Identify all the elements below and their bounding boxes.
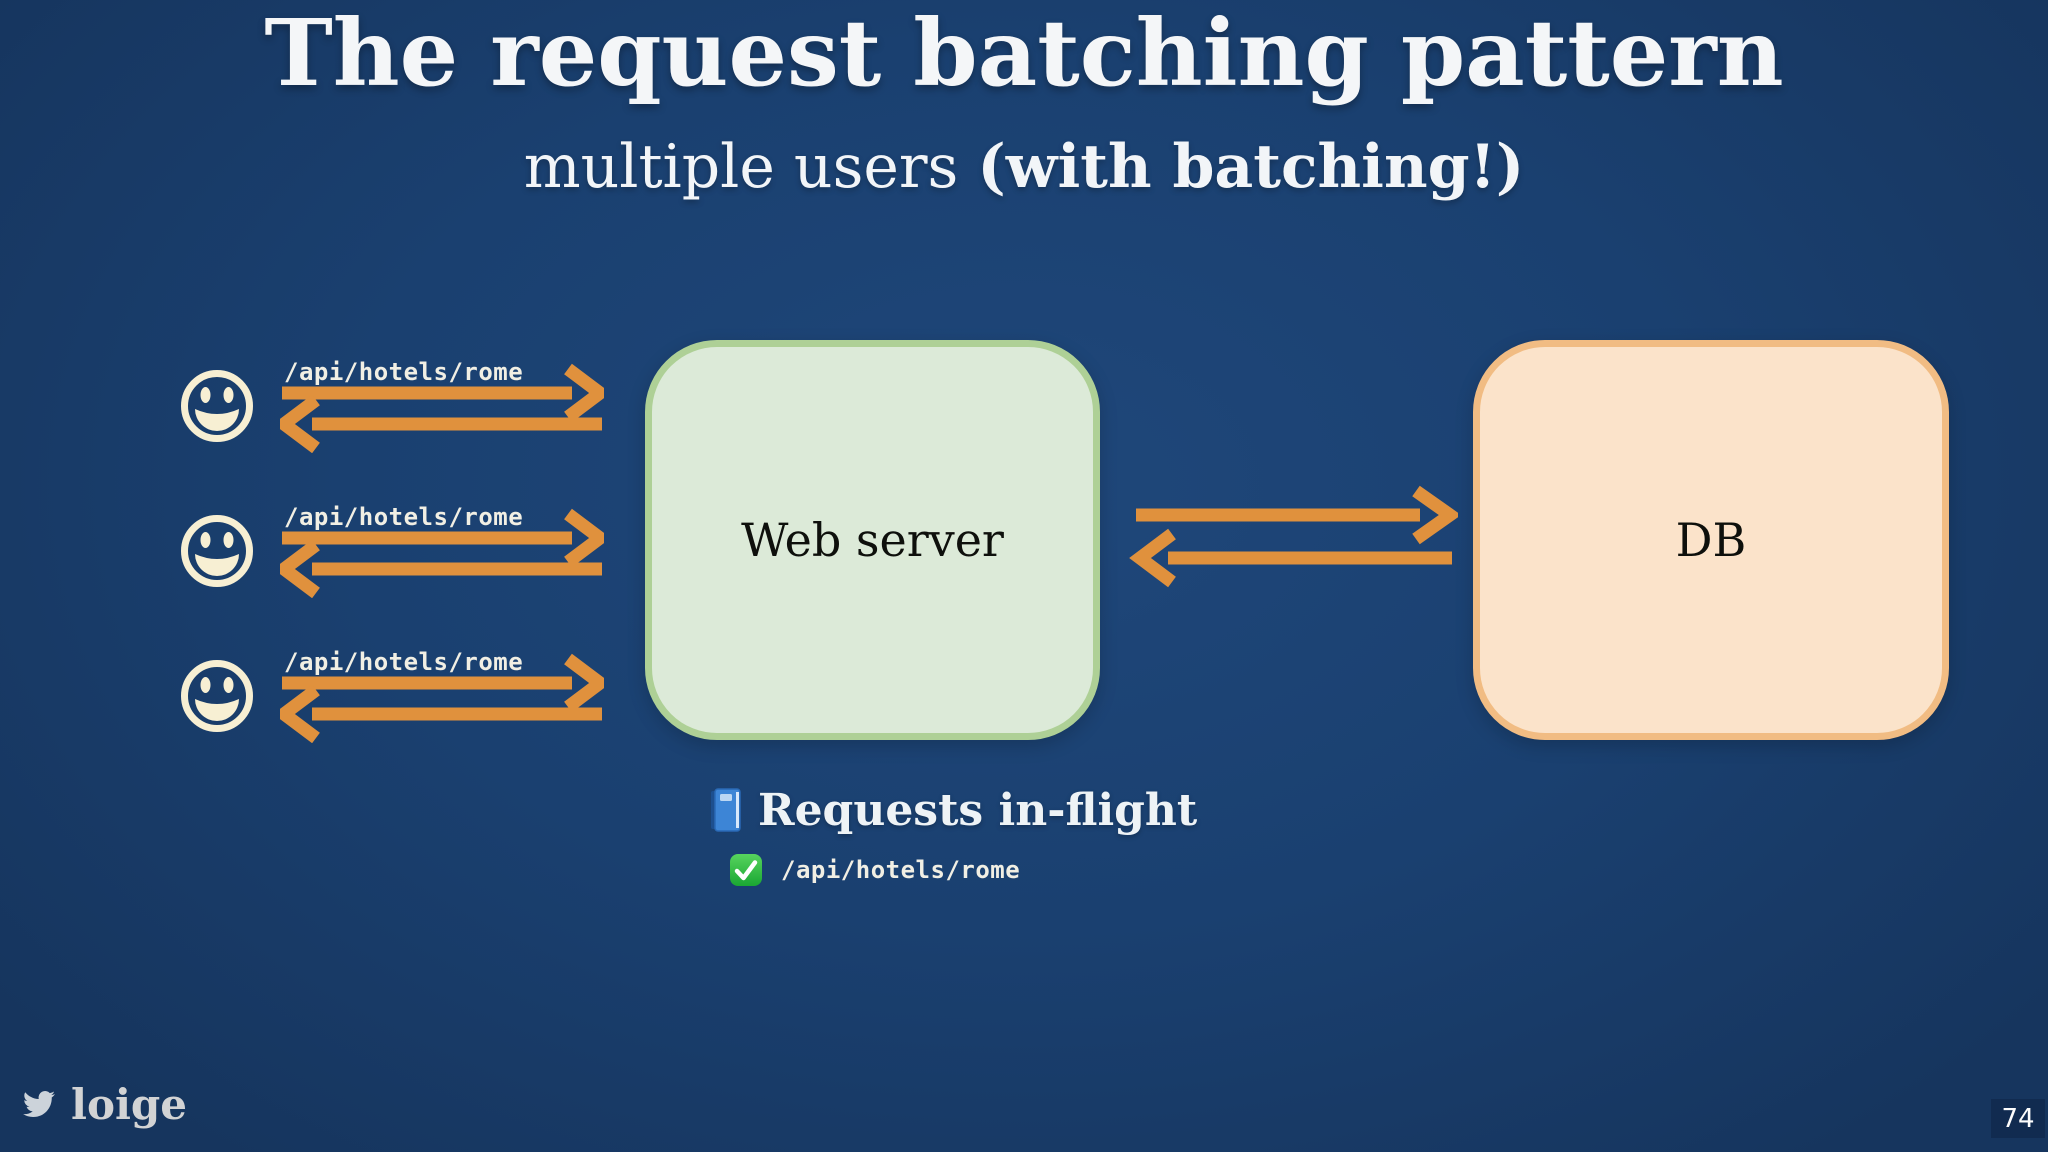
smiley-face-icon [181, 660, 253, 732]
requests-inflight-heading: Requests in-flight [708, 784, 1198, 836]
slide-subtitle: multiple users (with batching!) [0, 128, 2048, 206]
twitter-bird-icon [23, 1090, 55, 1118]
page-number-badge: 74 [1991, 1099, 2045, 1138]
user-request-row-2: /api/hotels/rome [178, 503, 608, 612]
web-server-label: Web server [741, 513, 1004, 567]
request-path-label: /api/hotels/rome [284, 503, 524, 531]
request-path-label: /api/hotels/rome [284, 648, 524, 676]
twitter-handle-label: loige [71, 1079, 188, 1129]
page-number-value: 74 [2001, 1103, 2035, 1134]
blue-book-icon [711, 788, 741, 832]
subtitle-regular-text: multiple users [523, 132, 978, 202]
slide-title: The request batching pattern [264, 0, 1784, 107]
footer-twitter-link[interactable]: loige [20, 1079, 188, 1129]
requests-inflight-title: Requests in-flight [758, 784, 1198, 836]
request-response-arrows-icon [280, 653, 604, 743]
user-request-row-1: /api/hotels/rome [178, 358, 608, 467]
subtitle-bold-text: (with batching!) [977, 132, 1525, 202]
db-label: DB [1675, 513, 1747, 567]
inflight-item-row: /api/hotels/rome [729, 851, 1020, 889]
smiley-face-icon [181, 515, 253, 587]
inflight-request-path-label: /api/hotels/rome [781, 856, 1021, 884]
request-path-label: /api/hotels/rome [284, 358, 524, 386]
request-response-arrows-icon [280, 508, 604, 598]
user-request-row-3: /api/hotels/rome [178, 648, 608, 757]
db-node: DB [1473, 340, 1949, 740]
request-response-arrows-icon [280, 363, 604, 453]
smiley-face-icon [181, 370, 253, 442]
check-mark-icon [730, 854, 762, 886]
server-db-arrows-icon [1129, 485, 1458, 588]
web-server-node: Web server [645, 340, 1100, 740]
